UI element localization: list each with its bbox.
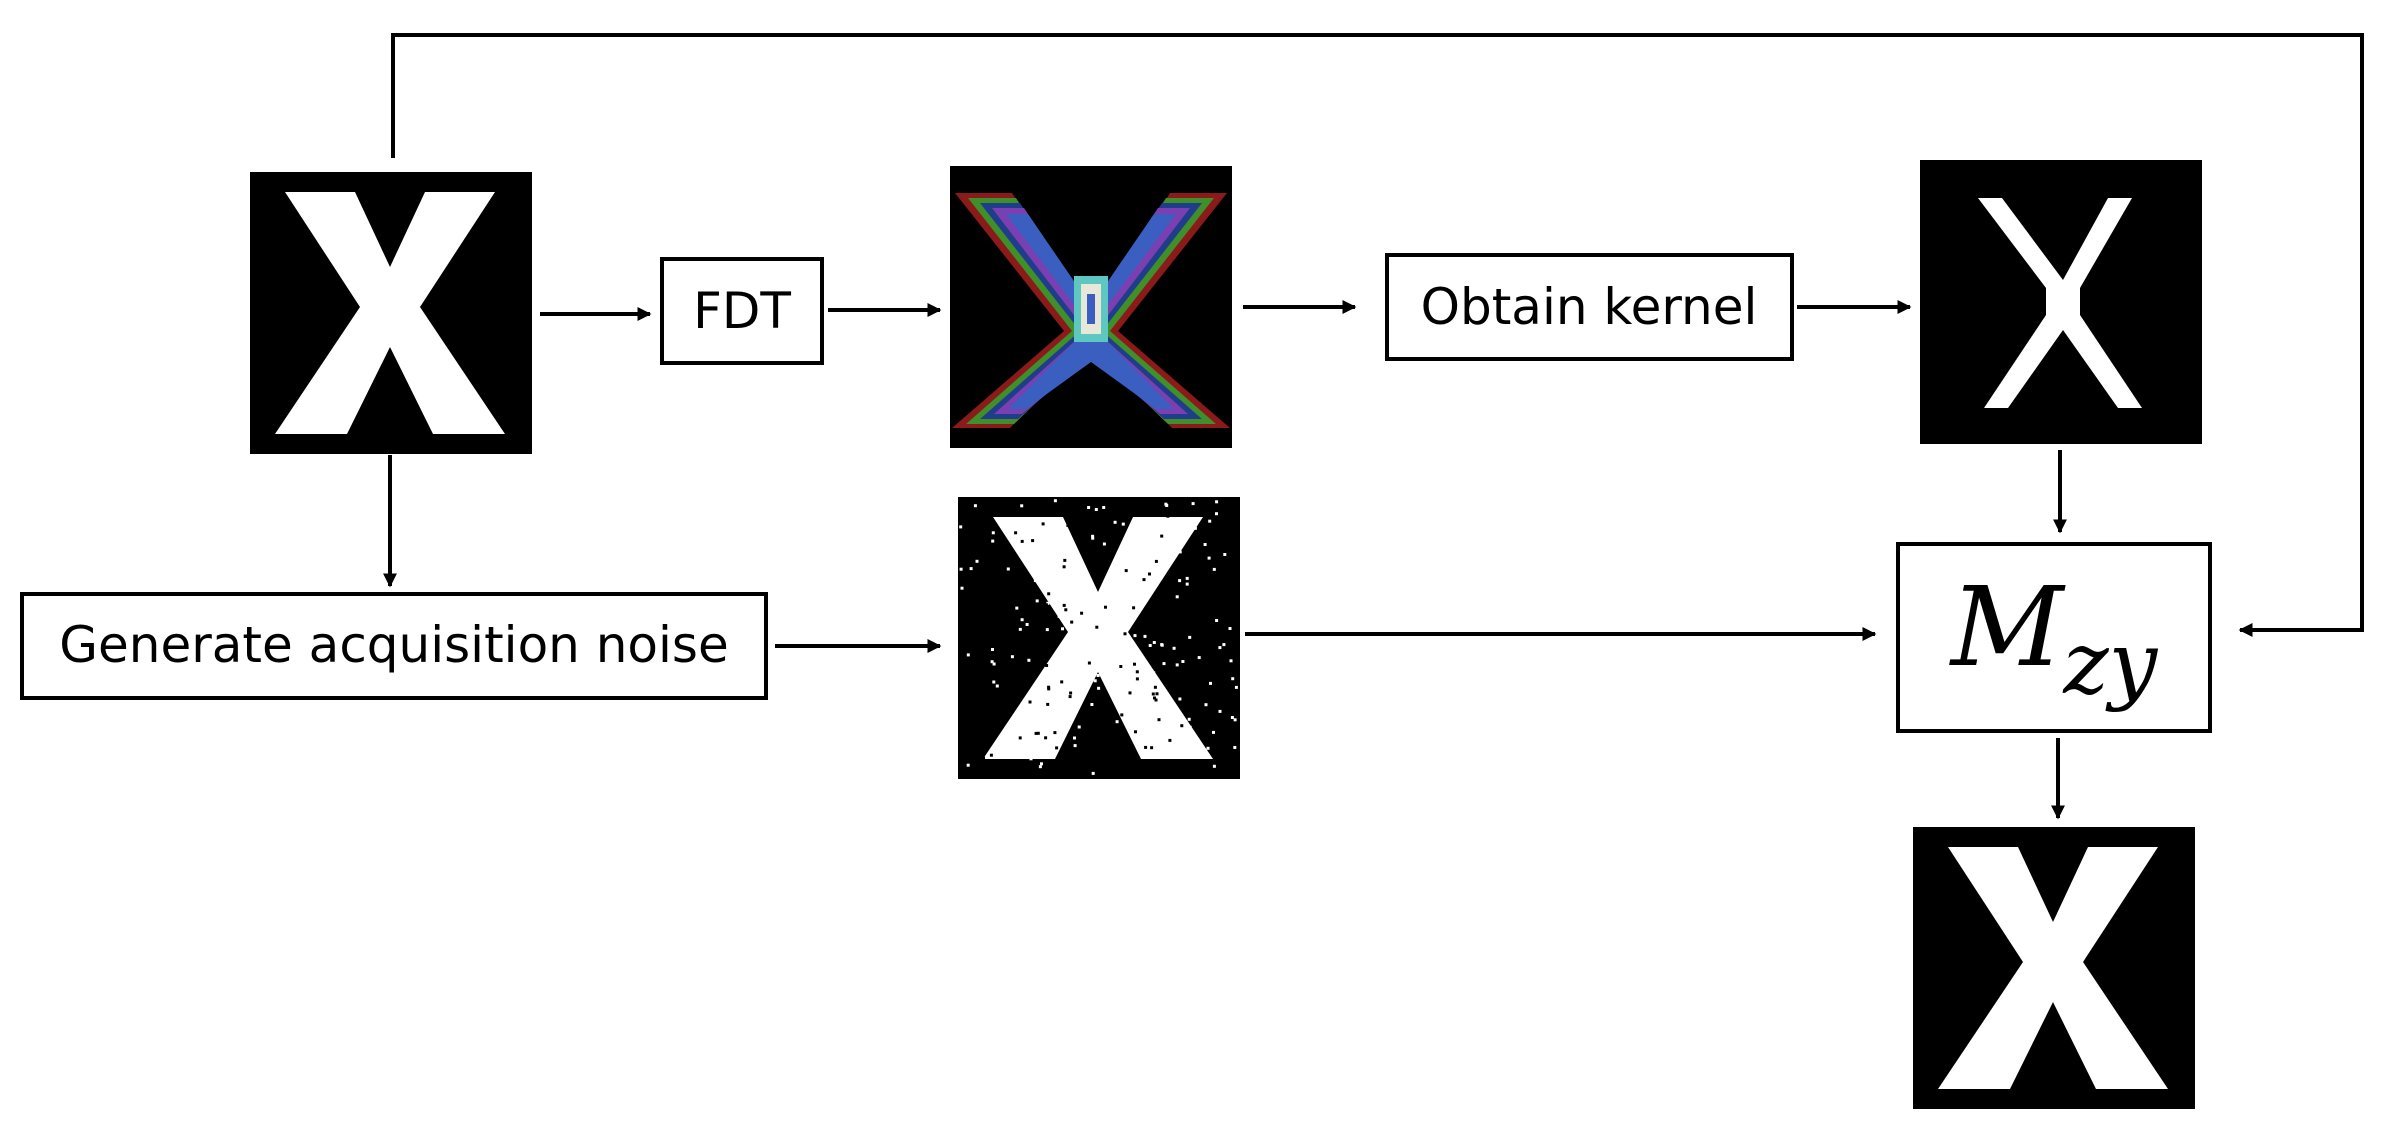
obtain-kernel-box: Obtain kernel bbox=[1385, 253, 1794, 361]
generate-noise-box: Generate acquisition noise bbox=[20, 592, 768, 700]
noise-speckles bbox=[959, 497, 1239, 777]
mzy-base: M bbox=[1949, 563, 2066, 691]
fdt-label: FDT bbox=[693, 282, 791, 340]
mzy-box: Mzy bbox=[1896, 542, 2212, 733]
generate-noise-label: Generate acquisition noise bbox=[59, 616, 728, 674]
fdt-center-inner bbox=[1087, 294, 1095, 324]
mzy-subscript: zy bbox=[2062, 614, 2158, 714]
connectors bbox=[383, 33, 2364, 820]
kernel-image: X bbox=[1920, 160, 2202, 444]
result-image: X bbox=[1913, 827, 2195, 1109]
fdt-image: X bbox=[950, 166, 1232, 448]
noisy-image: X bbox=[958, 497, 1240, 779]
feedback-arrow bbox=[391, 33, 2364, 637]
input-image: X bbox=[250, 172, 532, 454]
mzy-label: Mzy bbox=[1949, 563, 2159, 714]
kernel-x-glyph bbox=[1978, 198, 2142, 408]
obtain-kernel-label: Obtain kernel bbox=[1421, 278, 1758, 336]
fdt-box: FDT bbox=[660, 257, 824, 365]
